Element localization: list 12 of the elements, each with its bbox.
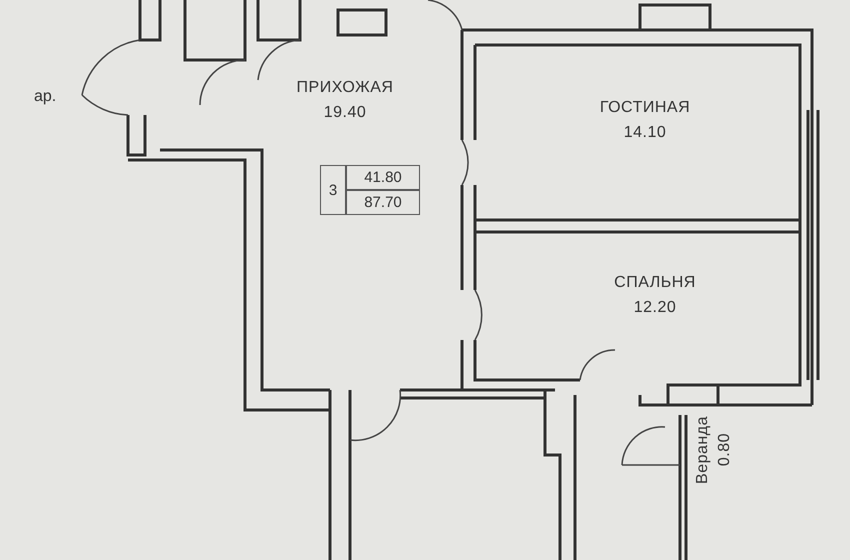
- room-name: Веранда: [693, 416, 712, 484]
- room-name: ПРИХОЖАЯ: [296, 78, 394, 98]
- room-area-value: 19.40: [324, 103, 366, 123]
- table-cell: 41.80: [346, 165, 420, 190]
- room-abbreviation: ар.: [34, 88, 56, 106]
- room-name: СПАЛЬНЯ: [614, 273, 696, 293]
- room-area-value: 14.10: [624, 123, 666, 143]
- table-cell: 87.70: [346, 190, 420, 215]
- room-name: ГОСТИНАЯ: [600, 98, 690, 118]
- room-area-value: 12.20: [634, 298, 676, 318]
- room-area-value: 0.80: [715, 433, 734, 467]
- table-cell: 3: [320, 165, 346, 215]
